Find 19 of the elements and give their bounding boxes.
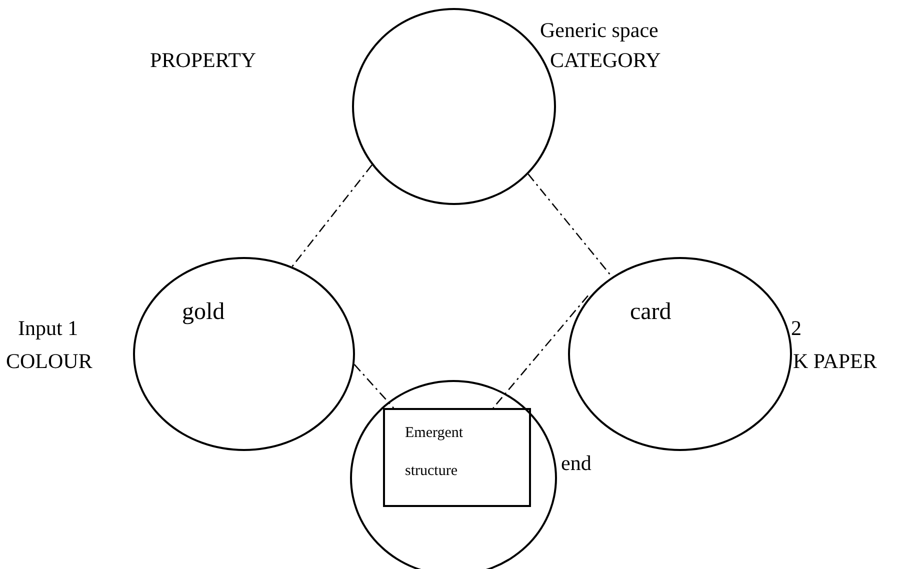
connector-line (492, 295, 588, 408)
connector-line (528, 174, 613, 278)
space-label: end (561, 453, 592, 474)
input-circle (133, 257, 355, 451)
connector-line (354, 364, 394, 408)
frame-label: K PAPER (793, 351, 877, 372)
node-label: Emergent structure (405, 424, 464, 481)
input-circle (568, 257, 792, 451)
blend-circle (350, 380, 557, 569)
frame-label: COLOUR (6, 351, 92, 372)
frame-label: CATEGORY (550, 50, 661, 71)
frame-label: Generic space (540, 20, 658, 41)
node-label: gold (182, 299, 225, 326)
node-label: card (630, 299, 672, 326)
emergent-structure-box (383, 408, 531, 507)
space-label: 2 (791, 318, 802, 339)
space-label: Input 1 (18, 318, 78, 339)
connector-line (292, 164, 372, 267)
frame-label: PROPERTY (150, 50, 256, 71)
